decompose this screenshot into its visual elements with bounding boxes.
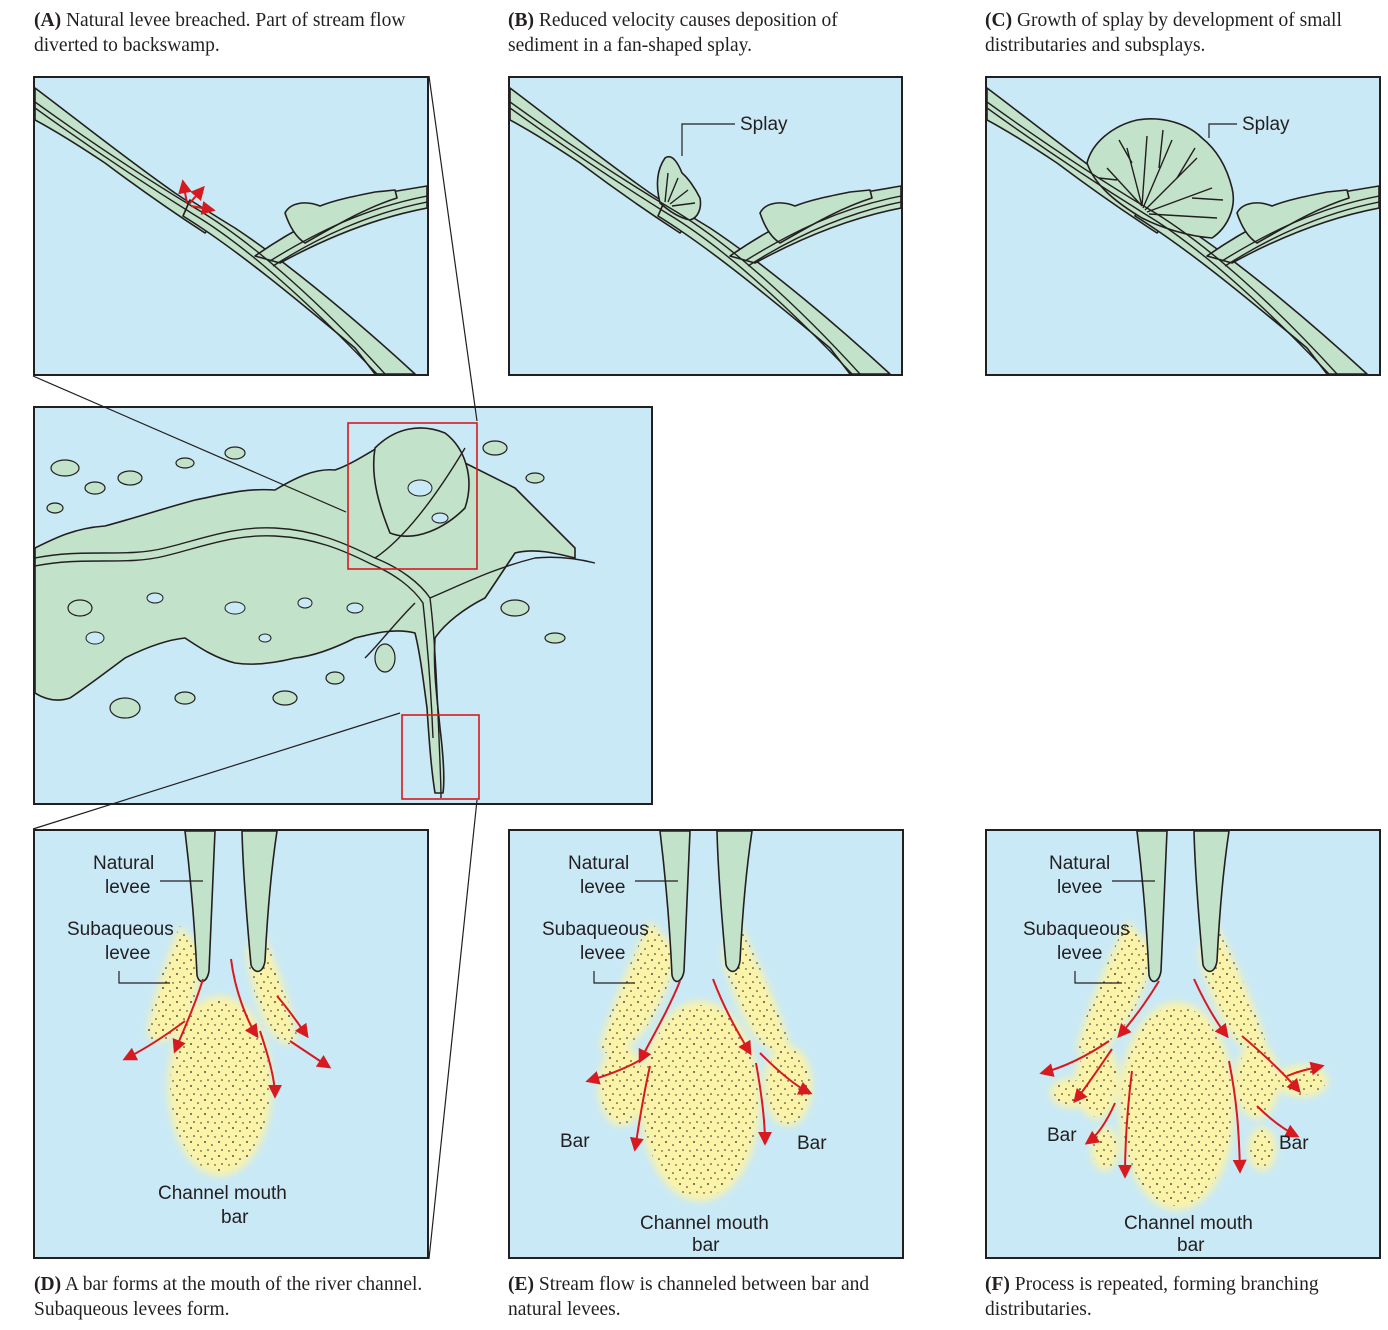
label-mouth-f-1: Channel mouth bbox=[1124, 1213, 1253, 1234]
label-natural-e-2: levee bbox=[580, 877, 625, 898]
label-bar-f-right: Bar bbox=[1279, 1133, 1309, 1154]
label-splay-b: Splay bbox=[740, 114, 788, 135]
label-subaqueous-f-2: levee bbox=[1057, 943, 1102, 964]
caption-b-letter: (B) bbox=[508, 10, 534, 31]
panel-d: Natural levee Subaqueous levee Channel m… bbox=[33, 829, 429, 1259]
caption-c: (C) Growth of splay by development of sm… bbox=[985, 8, 1385, 58]
caption-b-text: Reduced velocity causes deposition of se… bbox=[508, 10, 838, 56]
caption-f-text: Process is repeated, forming branching d… bbox=[985, 1274, 1319, 1320]
label-splay-c: Splay bbox=[1242, 114, 1290, 135]
label-natural-f-2: levee bbox=[1057, 877, 1102, 898]
panel-b: Splay bbox=[508, 76, 903, 376]
caption-a-letter: (A) bbox=[34, 10, 61, 31]
panel-f: Natural levee Subaqueous levee Bar Bar C… bbox=[985, 829, 1381, 1259]
caption-f: (F) Process is repeated, forming branchi… bbox=[985, 1272, 1385, 1322]
caption-d: (D) A bar forms at the mouth of the rive… bbox=[34, 1272, 434, 1322]
label-mouth-d-1: Channel mouth bbox=[158, 1183, 287, 1204]
panel-e: Natural levee Subaqueous levee Bar Bar C… bbox=[508, 829, 904, 1259]
label-subaqueous-e-1: Subaqueous bbox=[542, 919, 649, 940]
label-natural-f-1: Natural bbox=[1049, 853, 1110, 874]
caption-f-letter: (F) bbox=[985, 1274, 1010, 1295]
natural-levee-right bbox=[242, 831, 277, 971]
panel-a bbox=[33, 76, 429, 376]
panel-c: Splay bbox=[985, 76, 1381, 376]
label-bar-e-left: Bar bbox=[560, 1131, 590, 1152]
label-mouth-e-2: bar bbox=[692, 1235, 720, 1256]
levee-branch bbox=[255, 186, 427, 263]
caption-c-letter: (C) bbox=[985, 10, 1012, 31]
label-natural-d-2: levee bbox=[105, 877, 150, 898]
caption-e-letter: (E) bbox=[508, 1274, 534, 1295]
label-natural-e-1: Natural bbox=[568, 853, 629, 874]
label-mouth-f-2: bar bbox=[1177, 1235, 1205, 1256]
label-bar-e-right: Bar bbox=[797, 1133, 827, 1154]
label-mouth-d-2: bar bbox=[221, 1207, 249, 1228]
caption-a-text: Natural levee breached. Part of stream f… bbox=[34, 10, 405, 56]
caption-b: (B) Reduced velocity causes deposition o… bbox=[508, 8, 908, 58]
label-bar-f-left: Bar bbox=[1047, 1125, 1077, 1146]
label-mouth-e-1: Channel mouth bbox=[640, 1213, 769, 1234]
caption-a: (A) Natural levee breached. Part of stre… bbox=[34, 8, 434, 58]
caption-d-text: A bar forms at the mouth of the river ch… bbox=[34, 1274, 422, 1320]
delta-map bbox=[33, 406, 653, 805]
caption-c-text: Growth of splay by development of small … bbox=[985, 10, 1342, 56]
caption-e: (E) Stream flow is channeled between bar… bbox=[508, 1272, 908, 1322]
label-subaqueous-d-1: Subaqueous bbox=[67, 919, 174, 940]
label-subaqueous-d-2: levee bbox=[105, 943, 150, 964]
delta-land bbox=[35, 437, 575, 793]
caption-e-text: Stream flow is channeled between bar and… bbox=[508, 1274, 869, 1320]
label-subaqueous-f-1: Subaqueous bbox=[1023, 919, 1130, 940]
label-natural-d-1: Natural bbox=[93, 853, 154, 874]
label-subaqueous-e-2: levee bbox=[580, 943, 625, 964]
caption-d-letter: (D) bbox=[34, 1274, 61, 1295]
